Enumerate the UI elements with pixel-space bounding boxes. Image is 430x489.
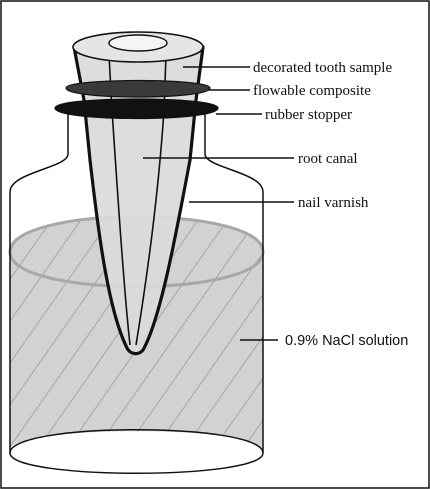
label-rubber-stopper: rubber stopper [265,107,352,123]
glass-vial [9,108,264,474]
label-nail-varnish: nail varnish [298,195,369,211]
label-root-canal: root canal [298,151,358,167]
tooth-root [72,31,205,356]
root-canal-line-left [108,54,131,346]
leader-lines [143,66,294,341]
label-flowable-composite: flowable composite [253,83,371,99]
rubber-stopper-band [54,98,219,120]
canal-opening [108,34,168,52]
flowable-composite-band [65,79,211,98]
label-tooth-sample: decorated tooth sample [253,60,392,76]
label-nacl-solution: 0.9% NaCl solution [285,333,408,349]
root-canal-line-right [135,54,167,346]
